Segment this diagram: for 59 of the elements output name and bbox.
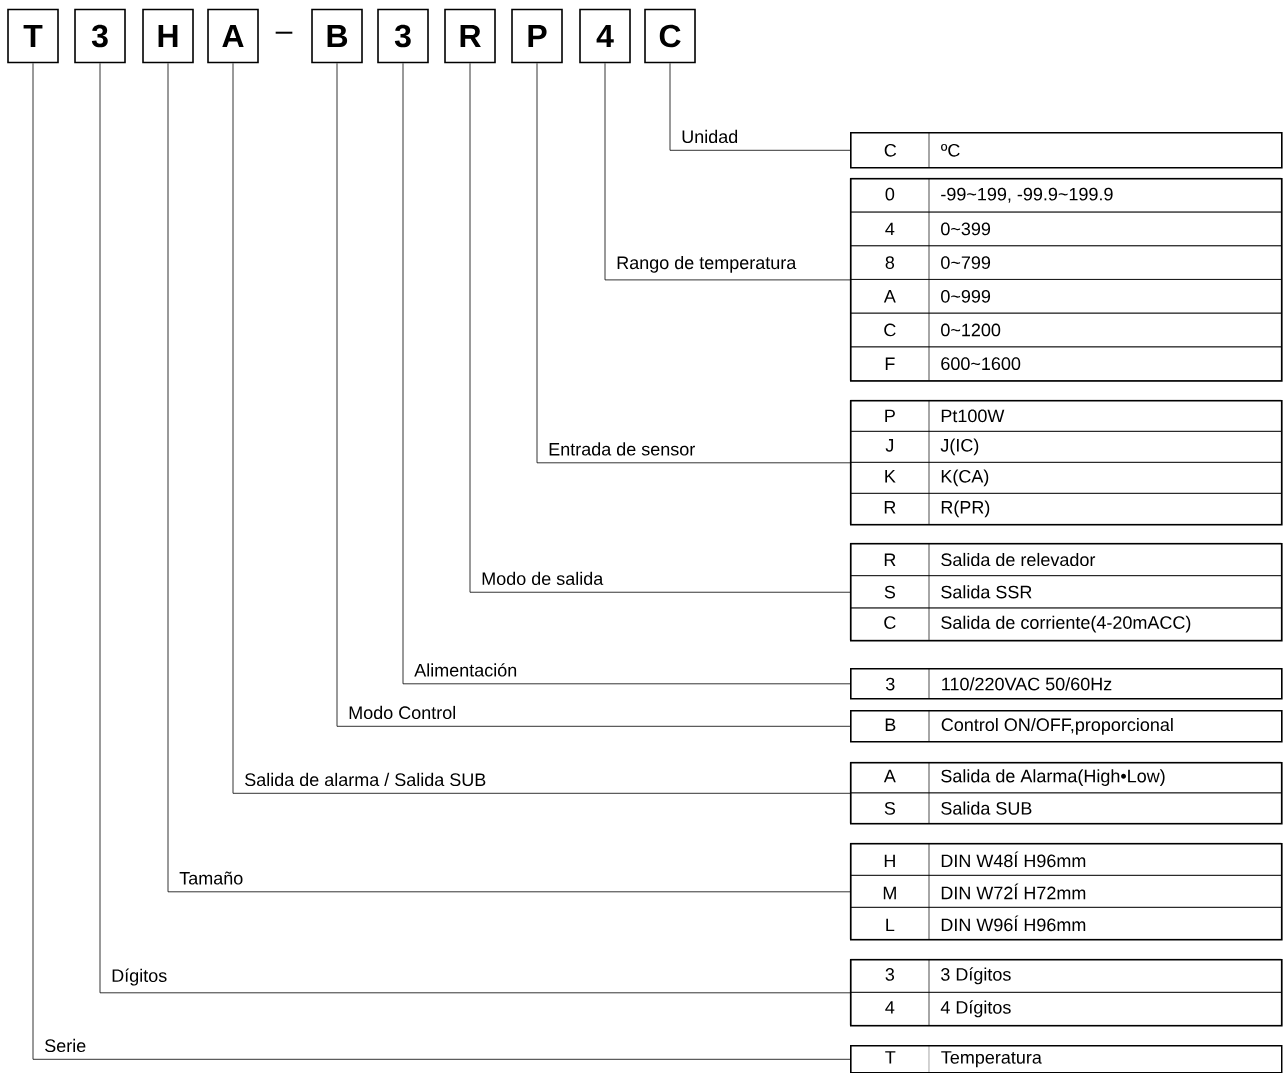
leader-line — [536, 62, 851, 464]
edge-label: Rango de temperatura — [617, 255, 797, 273]
table-row: A 0~999 — [850, 278, 1282, 314]
edge-label: Serie — [45, 1038, 86, 1053]
code-letter-box: B — [311, 8, 363, 64]
table-row: S Salida SUB — [850, 792, 1282, 824]
leader-line — [469, 62, 851, 593]
leader-line — [402, 62, 851, 685]
code-letter-box: A — [207, 8, 259, 64]
leader-line — [232, 62, 851, 794]
option-table — [850, 762, 1283, 825]
edge-label: Modo de salida — [482, 571, 604, 586]
edge-label: Salida de alarma / Salida SUB — [245, 772, 486, 787]
table-row: B Control ON/OFF,proporcional — [850, 709, 1283, 743]
leader-line — [604, 62, 851, 281]
table-row: R Salida de relevador — [850, 542, 1282, 576]
table-row: P Pt100W — [850, 399, 1282, 432]
option-table — [850, 543, 1283, 642]
leader-line — [336, 62, 851, 727]
code-letter-box: R — [444, 8, 496, 64]
table-row: C ºC — [850, 131, 1283, 169]
table-row: C 0~1200 — [850, 312, 1282, 348]
table-row: M DIN W72Í H72mm — [850, 874, 1282, 908]
table-row: H DIN W48Í H96mm — [850, 842, 1282, 876]
table-row: 8 0~799 — [850, 245, 1282, 280]
edge-label: Modo Control — [349, 705, 455, 720]
code-letter-box: P — [511, 8, 563, 64]
table-row: 3 3 Dígitos — [850, 958, 1282, 993]
code-separator: – — [275, 31, 293, 34]
table-row: L DIN W96Í H96mm — [850, 906, 1282, 940]
leader-line — [669, 62, 851, 151]
code-letter-box: T — [7, 8, 59, 64]
table-row: 0 -99~199, -99.9~199.9 — [850, 177, 1282, 213]
table-row: A Salida de Alarma(High•Low) — [850, 761, 1282, 794]
table-row: C Salida de corriente(4-20mACC) — [850, 607, 1282, 641]
edge-label: Tamaño — [179, 871, 243, 885]
table-row: T Temperatura — [850, 1044, 1283, 1073]
leader-line — [167, 62, 851, 893]
table-row: J J(IC) — [850, 430, 1282, 463]
option-table — [850, 959, 1283, 1027]
edge-label: Dígitos — [112, 968, 167, 986]
option-table — [850, 843, 1283, 941]
option-table — [850, 178, 1283, 382]
code-letter-box: H — [142, 8, 194, 64]
edge-label: Unidad — [682, 129, 738, 144]
edge-label: Entrada de sensor — [549, 442, 695, 456]
edge-label: Alimentación — [414, 663, 517, 677]
table-row: 3 110/220VAC 50/60Hz — [850, 667, 1283, 700]
code-letter-box: 3 — [377, 8, 429, 64]
table-row: 4 4 Dígitos — [850, 991, 1282, 1026]
code-letter-box: 4 — [579, 8, 631, 64]
code-letter-box: 3 — [74, 8, 126, 64]
table-row: F 600~1600 — [850, 346, 1282, 381]
table-row: K K(CA) — [850, 461, 1282, 494]
option-table — [850, 400, 1283, 526]
table-row: 4 0~399 — [850, 211, 1282, 247]
table-row: S Salida SSR — [850, 574, 1282, 609]
code-letter-box: C — [644, 8, 696, 64]
table-row: R R(PR) — [850, 492, 1282, 525]
